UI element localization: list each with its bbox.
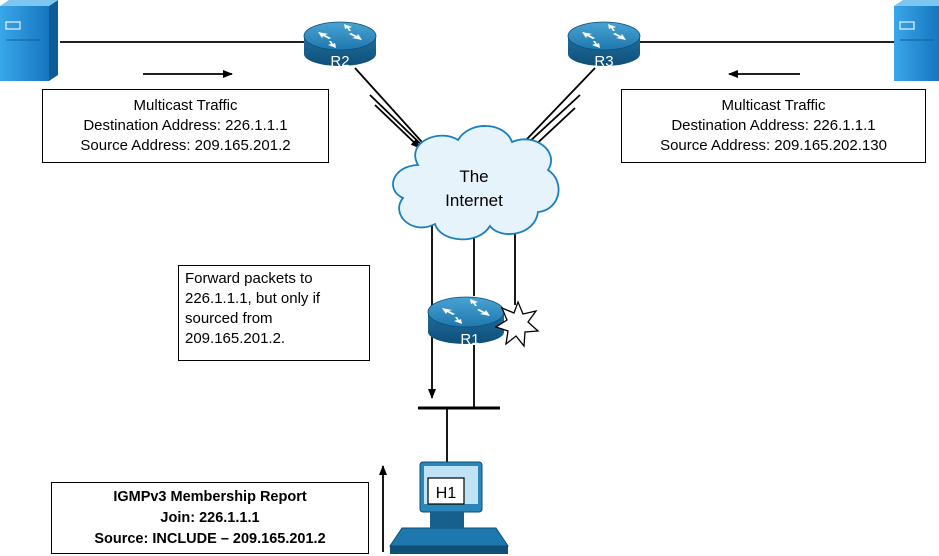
right-traffic-title: Multicast Traffic [721, 97, 826, 114]
arrow-r2-inbound [374, 104, 421, 149]
right-traffic-source: Source Address: 209.165.202.130 [660, 137, 887, 154]
router-r2-label: R2 [330, 53, 349, 70]
keyboard [389, 527, 509, 547]
forward-note-line2: 226.1.1.1, but only if [185, 290, 321, 307]
left-server [0, 0, 58, 81]
right-server [894, 0, 939, 81]
host-h1-label: H1 [436, 485, 457, 502]
router-r1: R1 [427, 296, 505, 348]
internet-cloud: The Internet [392, 125, 560, 241]
left-traffic-title: Multicast Traffic [133, 97, 238, 114]
blocked-burst-icon [494, 300, 540, 348]
router-r3: R3 [567, 21, 641, 70]
forward-note-box: Forward packets to 226.1.1.1, but only i… [178, 265, 370, 361]
router-r1-label: R1 [460, 331, 479, 348]
igmp-report-box: IGMPv3 Membership Report Join: 226.1.1.1… [51, 482, 369, 554]
flow-path-r2-to-lan [369, 94, 436, 399]
igmp-report-join: Join: 226.1.1.1 [160, 510, 260, 526]
igmp-report-source: Source: INCLUDE – 209.165.201.2 [94, 531, 326, 547]
router-arrows-icon [442, 299, 490, 324]
left-traffic-source: Source Address: 209.165.201.2 [80, 137, 291, 154]
cloud-shape [392, 125, 560, 241]
forward-note-line3: sourced from [185, 310, 273, 327]
igmp-report-title: IGMPv3 Membership Report [113, 489, 307, 505]
forward-note-line1: Forward packets to [185, 270, 313, 287]
router-r2: R2 [303, 21, 377, 70]
right-traffic-destination: Destination Address: 226.1.1.1 [671, 117, 876, 134]
left-traffic-box: Multicast Traffic Destination Address: 2… [42, 89, 329, 163]
router-arrows-icon [318, 24, 362, 48]
cloud-label-line2: Internet [445, 191, 503, 210]
right-traffic-box: Multicast Traffic Destination Address: 2… [621, 89, 926, 163]
connection-lines [60, 41, 900, 462]
router-r3-label: R3 [594, 53, 613, 70]
cloud-label-line1: The [459, 167, 488, 186]
forward-note-line4: 209.165.201.2. [185, 330, 286, 347]
host-h1: H1 [389, 461, 509, 554]
left-traffic-destination: Destination Address: 226.1.1.1 [83, 117, 288, 134]
router-arrows-icon [582, 24, 626, 48]
